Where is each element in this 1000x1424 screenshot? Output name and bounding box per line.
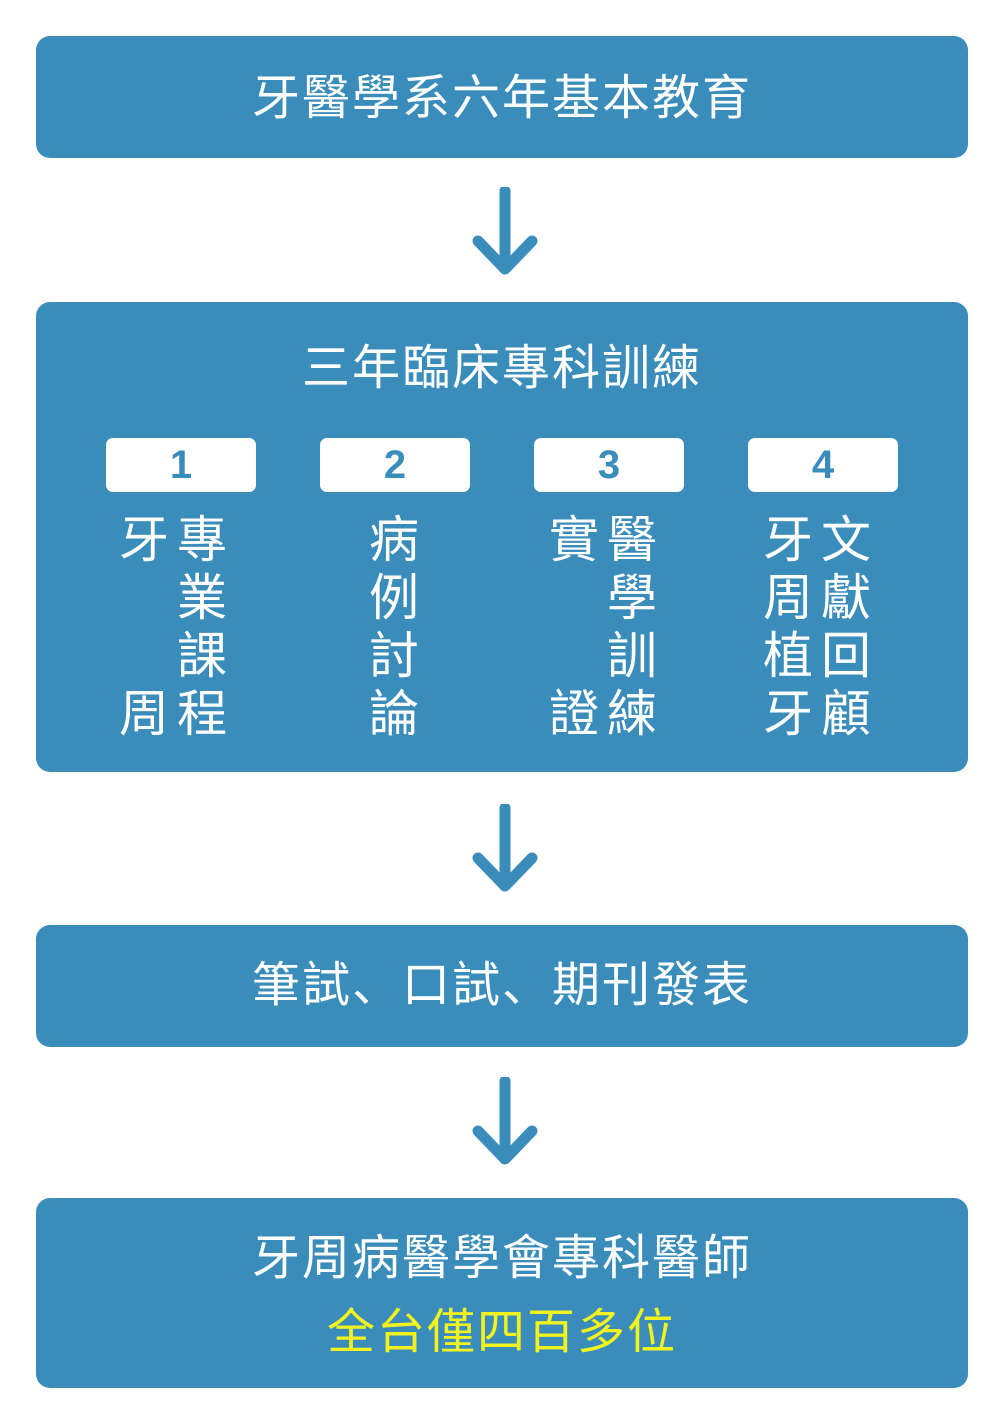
vertical-char: 顧 (821, 685, 871, 743)
vertical-char: 周 (763, 569, 813, 627)
vertical-char: 醫 (607, 511, 657, 569)
step-title: 牙周病醫學會專科醫師 (251, 1230, 752, 1286)
number-badge-2: 2 (320, 438, 470, 492)
vertical-char: 程 (177, 685, 227, 743)
training-item-3: 實 醫 學 訓 證 練 (546, 512, 676, 752)
step-title: 三年臨床專科訓練 (301, 340, 702, 396)
vertical-char: 練 (607, 685, 657, 743)
arrow-down-icon (472, 804, 538, 892)
vertical-char: 業 (177, 569, 227, 627)
vertical-char: 文 (821, 511, 871, 569)
vertical-char (546, 628, 602, 684)
highlight-subtitle: 全台僅四百多位 (326, 1304, 677, 1360)
training-item-1: 牙 專 業 課 周 程 (116, 512, 246, 752)
arrow-down-icon (472, 1077, 538, 1165)
step-box-specialist: 牙周病醫學會專科醫師 全台僅四百多位 (36, 1198, 968, 1388)
step-title: 牙醫學系六年基本教育 (251, 70, 752, 126)
step-box-clinical-training: 三年臨床專科訓練 1 2 3 4 牙 專 業 課 周 程 病 例 討 (36, 302, 968, 772)
vertical-char: 周 (119, 685, 169, 743)
vertical-char: 牙 (119, 511, 169, 569)
number-badge-3: 3 (534, 438, 684, 492)
vertical-char: 牙 (763, 511, 813, 569)
vertical-char (116, 570, 172, 626)
vertical-char: 學 (607, 569, 657, 627)
vertical-char: 植 (763, 627, 813, 685)
number-badge-4: 4 (748, 438, 898, 492)
vertical-char: 實 (549, 511, 599, 569)
vertical-char: 獻 (821, 569, 871, 627)
vertical-char: 例 (369, 569, 419, 627)
vertical-char: 訓 (607, 627, 657, 685)
step-title: 筆試、口試、期刊發表 (251, 957, 752, 1013)
training-item-2: 病 例 討 論 (330, 512, 460, 752)
training-item-4: 牙 文 周 獻 植 回 牙 顧 (760, 512, 890, 752)
vertical-char: 回 (821, 627, 871, 685)
vertical-char: 專 (177, 511, 227, 569)
step-box-examinations: 筆試、口試、期刊發表 (36, 925, 968, 1047)
vertical-char: 證 (549, 685, 599, 743)
step-box-basic-education: 牙醫學系六年基本教育 (36, 36, 968, 158)
vertical-char: 討 (369, 627, 419, 685)
vertical-char: 課 (177, 627, 227, 685)
vertical-char: 病 (369, 511, 419, 569)
vertical-char: 論 (369, 685, 419, 743)
number-badge-1: 1 (106, 438, 256, 492)
vertical-char (116, 628, 172, 684)
vertical-char (546, 570, 602, 626)
arrow-down-icon (472, 187, 538, 275)
vertical-char: 牙 (763, 685, 813, 743)
